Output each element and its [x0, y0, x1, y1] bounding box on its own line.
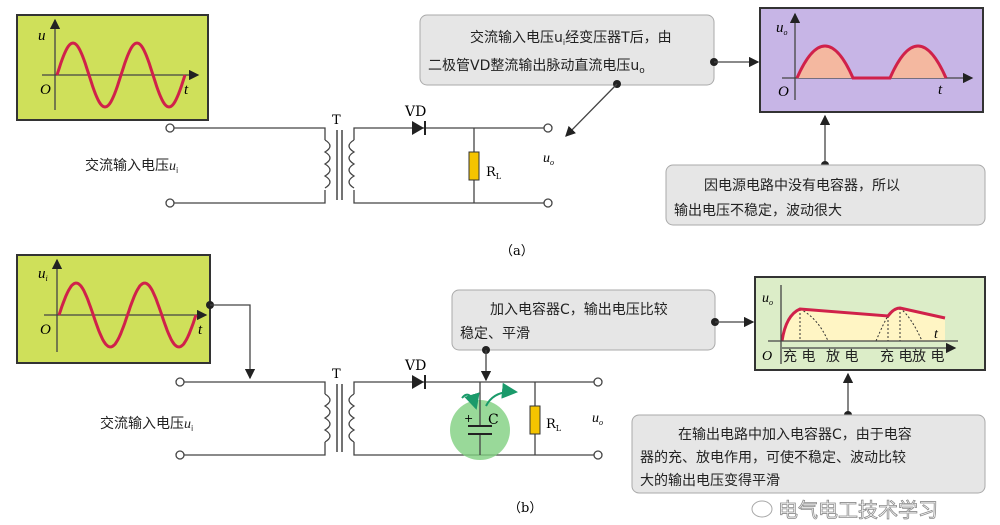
svg-text:大的输出电压变得平滑: 大的输出电压变得平滑 [640, 472, 780, 489]
primary-coil [323, 139, 331, 189]
svg-text:二极管VD整流输出脉动直流电压uo: 二极管VD整流输出脉动直流电压uo [428, 57, 645, 76]
svg-text:器的充、放电作用，可使不稳定、波动比较: 器的充、放电作用，可使不稳定、波动比较 [640, 449, 906, 466]
svg-text:放 电: 放 电 [912, 349, 944, 365]
transformer-label: T [332, 113, 341, 128]
caption-b: （b） [508, 501, 542, 516]
input-terminal [165, 198, 175, 208]
svg-text:O: O [762, 349, 772, 364]
svg-text:O: O [778, 84, 789, 100]
svg-text:稳定、平滑: 稳定、平滑 [460, 325, 530, 342]
svg-text:ui: ui [38, 266, 48, 283]
svg-text:交流输入电压ui经变压器T后，由: 交流输入电压ui经变压器T后，由 [470, 29, 672, 47]
svg-text:O: O [40, 322, 51, 338]
sine-wave [57, 281, 198, 349]
svg-text:在输出电路中加入电容器C，由于电容: 在输出电路中加入电容器C，由于电容 [678, 426, 912, 443]
input-terminal [175, 377, 185, 387]
svg-text:放 电: 放 电 [826, 349, 858, 365]
sine-wave [55, 41, 187, 109]
input-waveform-a: u O t [16, 14, 209, 121]
output-waveform-b: uo O t 充 电 放 电 充 电 放 电 [754, 276, 986, 371]
svg-text:uo: uo [762, 291, 773, 307]
capacitor-c [450, 400, 510, 460]
svg-text:C: C [488, 412, 499, 428]
output-waveform-a: uo O t [759, 7, 984, 113]
caption-a: （a） [500, 244, 534, 259]
t-label: t [184, 82, 189, 98]
callout-top-b: 加入电容器C，输出电压比较 稳定、平滑 [451, 289, 755, 382]
secondary-coil [348, 139, 356, 189]
diode-vd [412, 121, 424, 135]
svg-text:uo: uo [592, 411, 603, 427]
svg-text:电气电工技术学习: 电气电工技术学习 [778, 498, 938, 522]
input-voltage-label: 交流输入电压ui [85, 157, 178, 175]
watermark: 电气电工技术学习 [751, 498, 938, 522]
diode-vd [412, 375, 424, 389]
input-terminal [165, 123, 175, 133]
callout-bottom-a: 因电源电路中没有电容器，所以 输出电压不稳定，波动很大 [665, 114, 986, 226]
origin-label: O [40, 82, 51, 98]
svg-text:T: T [332, 367, 341, 382]
input-voltage-label: 交流输入电压ui [100, 415, 193, 433]
output-terminal [543, 123, 553, 133]
circuit-b: VD T + C RL uo 交流输入电压ui [100, 358, 603, 460]
resistor-rl [529, 405, 541, 435]
svg-text:充 电: 充 电 [880, 349, 912, 365]
rl-label: RL [486, 165, 502, 181]
callout-bottom-b: 在输出电路中加入电容器C，由于电容 器的充、放电作用，可使不稳定、波动比较 大的… [631, 372, 986, 494]
svg-text:RL: RL [546, 417, 562, 433]
filtered-wave [780, 306, 946, 342]
resistor-rl [468, 151, 480, 181]
input-terminal [175, 450, 185, 460]
callout-top-a: 交流输入电压ui经变压器T后，由 二极管VD整流输出脉动直流电压uo [419, 14, 760, 137]
svg-text:t: t [934, 327, 939, 342]
uo-label: uo [543, 151, 554, 167]
vd-label: VD [404, 104, 426, 120]
svg-text:加入电容器C，输出电压比较: 加入电容器C，输出电压比较 [490, 301, 668, 318]
svg-text:VD: VD [404, 358, 426, 374]
wechat-icon [751, 500, 773, 518]
svg-text:输出电压不稳定，波动很大: 输出电压不稳定，波动很大 [674, 203, 842, 219]
rectified-wave [795, 44, 948, 80]
svg-text:因电源电路中没有电容器，所以: 因电源电路中没有电容器，所以 [704, 177, 900, 194]
svg-text:uo: uo [776, 20, 788, 37]
circuit-a: VD T RL uo 交流输入电压ui [85, 104, 554, 208]
svg-text:t: t [198, 322, 203, 338]
output-terminal [543, 198, 553, 208]
ui-label: u [38, 28, 46, 44]
svg-text:t: t [938, 82, 943, 98]
svg-text:充 电: 充 电 [783, 349, 815, 365]
input-waveform-b: ui O t [16, 254, 256, 380]
svg-text:+: + [464, 412, 473, 425]
